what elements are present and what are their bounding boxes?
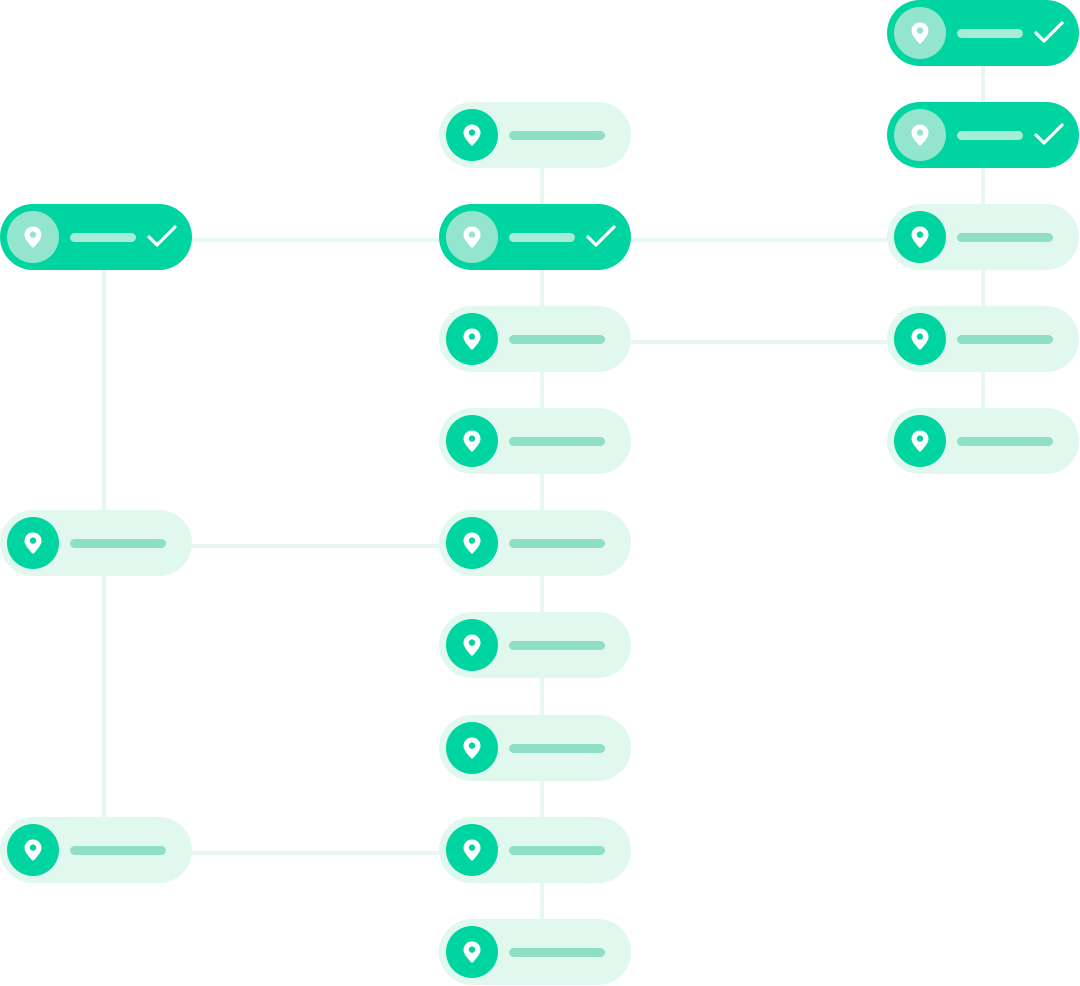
label-placeholder-bar: [509, 641, 605, 650]
map-pin-icon: [463, 430, 481, 452]
check-icon: [1034, 21, 1064, 43]
pin-badge: [446, 824, 498, 876]
pin-badge: [446, 619, 498, 671]
pin-badge: [894, 109, 946, 161]
pin-badge: [894, 415, 946, 467]
pin-badge: [446, 109, 498, 161]
label-placeholder-bar: [509, 744, 605, 753]
map-pin-icon: [911, 430, 929, 452]
location-node-n3-2[interactable]: [887, 102, 1079, 168]
label-placeholder-bar: [509, 233, 575, 242]
label-placeholder-bar: [957, 131, 1023, 140]
location-node-n2-4[interactable]: [439, 408, 631, 474]
pin-badge: [446, 211, 498, 263]
label-placeholder-bar: [957, 233, 1053, 242]
pin-badge: [894, 7, 946, 59]
label-placeholder-bar: [957, 29, 1023, 38]
location-node-n2-7[interactable]: [439, 715, 631, 781]
pin-badge: [7, 517, 59, 569]
location-node-n1-1[interactable]: [0, 204, 192, 270]
location-node-n3-1[interactable]: [887, 0, 1079, 66]
pin-badge: [7, 211, 59, 263]
location-node-n2-9[interactable]: [439, 919, 631, 985]
map-pin-icon: [24, 226, 42, 248]
label-placeholder-bar: [509, 131, 605, 140]
check-container: [585, 224, 617, 250]
map-pin-icon: [463, 839, 481, 861]
pin-badge: [446, 517, 498, 569]
label-placeholder-bar: [957, 335, 1053, 344]
location-node-n1-2[interactable]: [0, 510, 192, 576]
map-pin-icon: [463, 124, 481, 146]
check-container: [146, 224, 178, 250]
location-node-n2-5[interactable]: [439, 510, 631, 576]
location-node-n1-3[interactable]: [0, 817, 192, 883]
label-placeholder-bar: [70, 539, 166, 548]
label-placeholder-bar: [70, 233, 136, 242]
map-pin-icon: [463, 532, 481, 554]
label-placeholder-bar: [509, 335, 605, 344]
map-pin-icon: [463, 737, 481, 759]
map-pin-icon: [911, 124, 929, 146]
label-placeholder-bar: [509, 948, 605, 957]
check-container: [1033, 122, 1065, 148]
pin-badge: [446, 926, 498, 978]
map-pin-icon: [463, 634, 481, 656]
pin-badge: [7, 824, 59, 876]
check-icon: [586, 225, 616, 247]
pin-badge: [894, 211, 946, 263]
map-pin-icon: [463, 328, 481, 350]
location-node-n3-3[interactable]: [887, 204, 1079, 270]
check-container: [1033, 20, 1065, 46]
check-icon: [1034, 123, 1064, 145]
pin-badge: [446, 722, 498, 774]
map-pin-icon: [463, 941, 481, 963]
pin-badge: [446, 415, 498, 467]
label-placeholder-bar: [957, 437, 1053, 446]
label-placeholder-bar: [509, 437, 605, 446]
location-node-n3-5[interactable]: [887, 408, 1079, 474]
map-pin-icon: [24, 532, 42, 554]
label-placeholder-bar: [509, 539, 605, 548]
map-pin-icon: [24, 839, 42, 861]
location-node-n2-3[interactable]: [439, 306, 631, 372]
location-node-n2-1[interactable]: [439, 102, 631, 168]
location-node-n2-2[interactable]: [439, 204, 631, 270]
location-node-n2-6[interactable]: [439, 612, 631, 678]
pin-badge: [894, 313, 946, 365]
location-node-n2-8[interactable]: [439, 817, 631, 883]
map-pin-icon: [463, 226, 481, 248]
map-pin-icon: [911, 22, 929, 44]
check-icon: [147, 225, 177, 247]
pin-badge: [446, 313, 498, 365]
map-pin-icon: [911, 226, 929, 248]
label-placeholder-bar: [509, 846, 605, 855]
label-placeholder-bar: [70, 846, 166, 855]
location-node-n3-4[interactable]: [887, 306, 1079, 372]
map-pin-icon: [911, 328, 929, 350]
